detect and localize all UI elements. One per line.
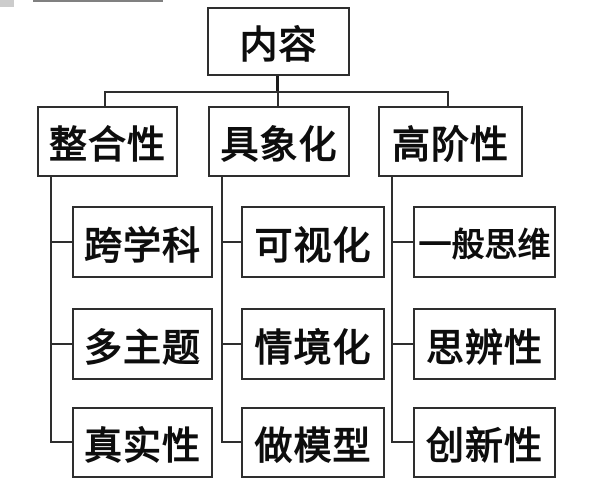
connector-leaf-stub	[391, 343, 413, 345]
leaf-node-2-1: 思辨性	[413, 308, 556, 380]
leaf-node-1-0: 可视化	[241, 206, 385, 278]
leaf-node-0-2-label: 真实性	[83, 426, 201, 468]
leaf-node-1-1: 情境化	[241, 308, 385, 380]
branch-node-0-label: 整合性	[48, 125, 166, 167]
branch-node-2-label: 高阶性	[391, 125, 509, 167]
leaf-node-1-2-label: 做模型	[254, 426, 372, 468]
root-node: 内容	[207, 7, 350, 76]
leaf-node-1-2: 做模型	[241, 407, 385, 478]
connector-trunk-1	[221, 177, 223, 443]
leaf-node-2-2-label: 创新性	[425, 426, 543, 468]
leaf-node-0-0: 跨学科	[72, 206, 213, 278]
connector-trunk-0	[50, 177, 52, 443]
leaf-node-0-0-label: 跨学科	[83, 225, 201, 268]
leaf-node-0-1-label: 多主题	[83, 327, 201, 370]
leaf-node-0-2: 真实性	[72, 407, 213, 478]
branch-node-1: 具象化	[208, 106, 350, 177]
connector-rail	[104, 91, 449, 93]
connector-leaf-stub	[50, 241, 72, 243]
top-edge-artifact-line	[33, 0, 163, 2]
leaf-node-1-0-label: 可视化	[254, 225, 372, 268]
connector-trunk-2	[391, 177, 393, 443]
leaf-node-0-1: 多主题	[72, 308, 213, 380]
leaf-node-2-1-label: 思辨性	[425, 327, 543, 370]
leaf-node-2-0-label: 一般思维	[418, 226, 551, 263]
branch-node-2: 高阶性	[378, 106, 523, 177]
connector-leaf-stub	[391, 241, 413, 243]
connector-root-drop	[276, 76, 279, 93]
connector-branch-drop	[277, 91, 279, 107]
connector-leaf-stub	[50, 441, 72, 443]
branch-node-1-label: 具象化	[220, 125, 338, 167]
connector-leaf-stub	[221, 241, 241, 243]
leaf-node-2-0: 一般思维	[413, 206, 556, 278]
connector-branch-drop	[447, 91, 449, 107]
connector-leaf-stub	[50, 343, 72, 345]
branch-node-0: 整合性	[37, 106, 178, 177]
leaf-node-1-1-label: 情境化	[254, 327, 372, 370]
leaf-node-2-2: 创新性	[413, 407, 556, 478]
connector-leaf-stub	[221, 441, 241, 443]
root-node-label: 内容	[239, 25, 318, 67]
connector-leaf-stub	[391, 441, 413, 443]
connector-branch-drop	[104, 91, 106, 107]
connector-leaf-stub	[221, 343, 241, 345]
top-edge-artifact	[0, 0, 14, 7]
